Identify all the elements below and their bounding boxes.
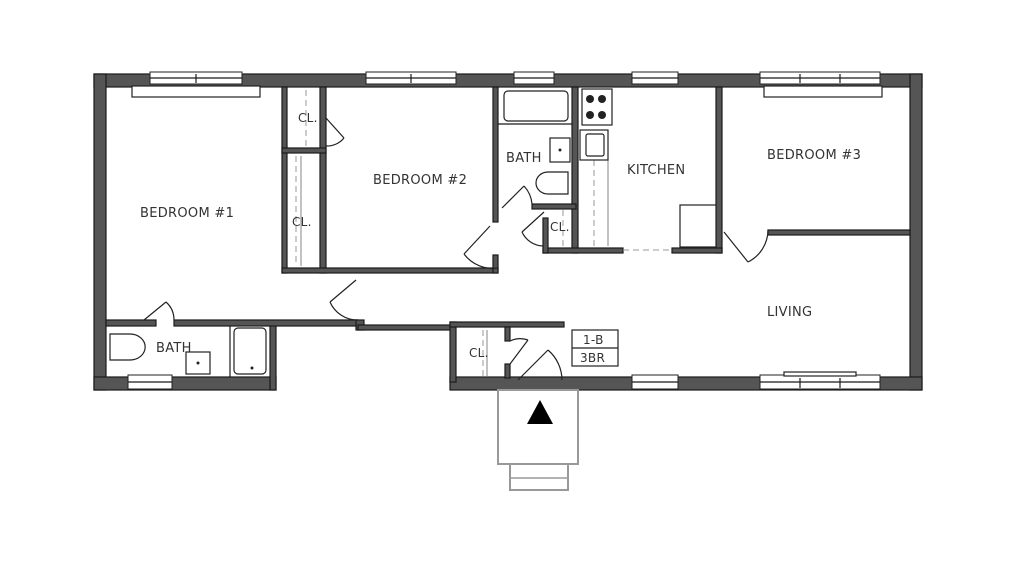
interior-walls [105, 86, 911, 383]
doors [143, 117, 769, 381]
room-label-bedroom-2: BEDROOM #2 [373, 173, 467, 188]
fixtures [109, 88, 717, 377]
room-label-bath-2: BATH [506, 151, 542, 166]
room-label-living: LIVING [767, 305, 812, 320]
windows [127, 71, 883, 390]
triangle-up-icon [527, 400, 553, 424]
room-label-kitchen: KITCHEN [627, 163, 685, 178]
closet-label-4: CL. [469, 346, 489, 360]
room-label-bedroom-3: BEDROOM #3 [767, 148, 861, 163]
entry-porch [497, 389, 579, 491]
unit-type: 3BR [580, 351, 605, 365]
closet-label-3: CL. [550, 220, 570, 234]
room-label-bath-main: BATH [156, 341, 192, 356]
closet-label-1: CL. [298, 111, 318, 125]
unit-code: 1-B [583, 333, 604, 347]
unit-tag: 1-B 3BR [571, 329, 619, 367]
room-label-bedroom-1: BEDROOM #1 [140, 206, 234, 221]
closet-label-2: CL. [292, 215, 312, 229]
